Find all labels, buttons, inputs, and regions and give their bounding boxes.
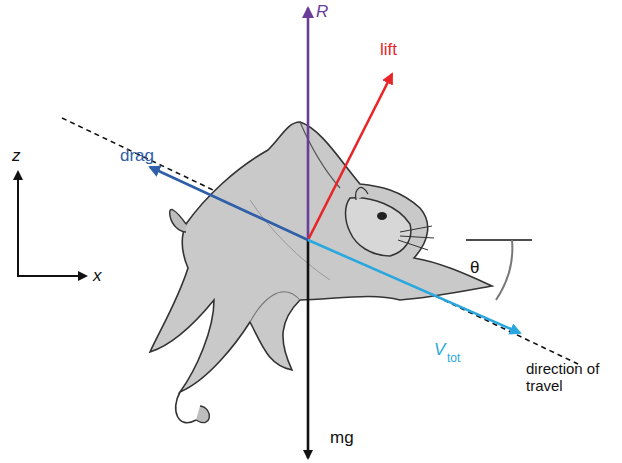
x-axis [17,275,86,277]
horizontal-reference [466,239,532,241]
force-label: drag [120,146,154,166]
velocity-subscript: tot [447,352,460,366]
drag-vector [150,167,308,240]
angle-label: θ [470,258,479,278]
lift-vector [308,74,392,240]
velocity-vector [308,240,520,333]
travel-label: direction of travel [526,360,616,395]
resultant-vector [307,8,310,240]
glider-illustration [150,122,492,423]
axis-label: x [93,266,102,286]
angle-arc [496,240,512,300]
force-label: R [316,2,328,22]
velocity-label: V [434,340,445,360]
weight-vector [307,240,310,458]
axis-label: z [12,146,21,166]
z-axis [17,172,19,277]
force-label: mg [330,428,354,448]
force-label: lift [380,40,397,60]
